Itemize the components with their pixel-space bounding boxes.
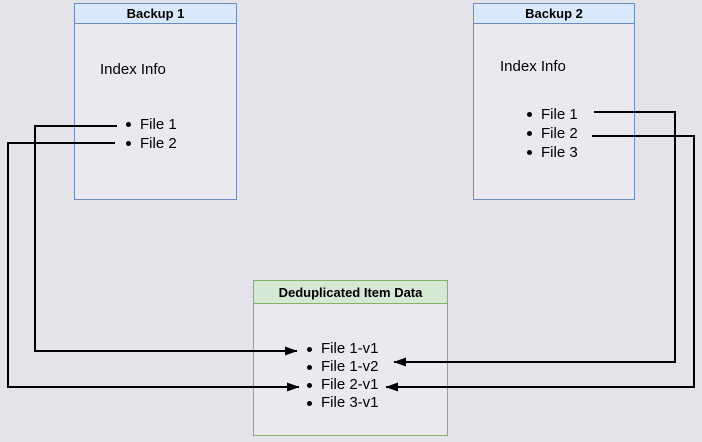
dedup-item: File 1-v1 xyxy=(307,340,379,358)
backup1-title: Backup 1 xyxy=(75,4,236,24)
dedup-item: File 3-v1 xyxy=(307,394,379,412)
backup1-file-item: File 2 xyxy=(126,134,177,153)
dedup-item: File 1-v2 xyxy=(307,358,379,376)
backup2-title: Backup 2 xyxy=(474,4,634,24)
backup1-file-item: File 1 xyxy=(126,115,177,134)
dedup-title: Deduplicated Item Data xyxy=(254,281,447,304)
backup1-box: Backup 1 Index Info File 1 File 2 xyxy=(74,3,237,200)
backup2-file-list: File 1 File 2 File 3 xyxy=(527,105,578,162)
backup2-index-info-label: Index Info xyxy=(500,58,566,75)
backup1-index-info-label: Index Info xyxy=(100,61,166,78)
dedup-box: Deduplicated Item Data File 1-v1 File 1-… xyxy=(253,280,448,436)
dedup-item-list: File 1-v1 File 1-v2 File 2-v1 File 3-v1 xyxy=(307,340,379,412)
backup2-file-item: File 2 xyxy=(527,124,578,143)
backup2-file-item: File 1 xyxy=(527,105,578,124)
backup2-file-item: File 3 xyxy=(527,143,578,162)
backup1-file-list: File 1 File 2 xyxy=(126,115,177,153)
backup2-box: Backup 2 Index Info File 1 File 2 File 3 xyxy=(473,3,635,200)
dedup-item: File 2-v1 xyxy=(307,376,379,394)
